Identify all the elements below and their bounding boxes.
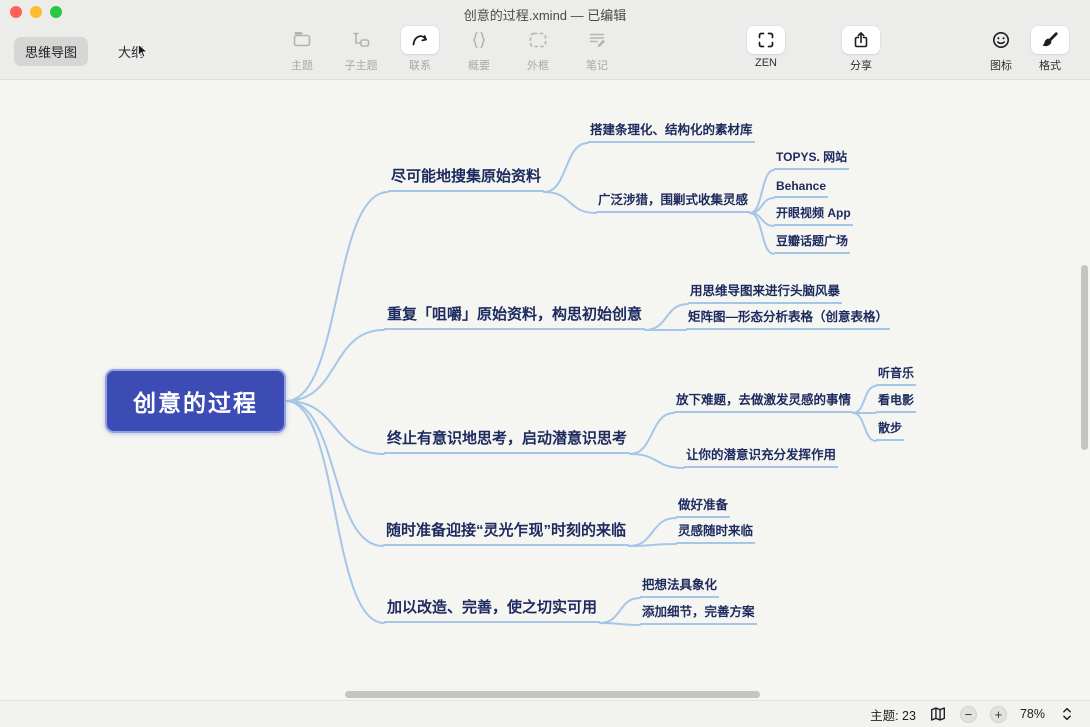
mouse-cursor-icon (133, 42, 151, 60)
toolbar-tools: 主题 子主题 联系 概要 外框 笔记 (280, 26, 619, 73)
central-topic[interactable]: 创意的过程 (105, 369, 286, 433)
toolbar-topic-button[interactable]: 主题 (280, 26, 324, 73)
topic-node[interactable]: 尽可能地搜集原始资料 (388, 165, 545, 192)
toolbar-relationship-button[interactable]: 联系 (398, 26, 442, 73)
topic-node[interactable]: 搭建条理化、结构化的素材库 (588, 119, 755, 143)
tool-label: 外框 (527, 60, 549, 72)
horizontal-scrollbar[interactable] (345, 691, 760, 698)
titlebar: 创意的过程.xmind — 已编辑 (0, 0, 1090, 24)
boundary-icon (519, 26, 557, 54)
zoom-window-button[interactable] (50, 6, 62, 18)
zoom-out-button[interactable]: − (959, 705, 977, 723)
close-button[interactable] (10, 6, 22, 18)
topic-node[interactable]: 加以改造、完善，使之切实可用 (384, 596, 601, 623)
markers-panel-button[interactable]: 图标 (979, 26, 1023, 73)
statusbar: 主题: 23 − + 78% (0, 700, 1090, 727)
zoom-level[interactable]: 78% (1019, 707, 1045, 721)
window-title: 创意的过程.xmind — 已编辑 (463, 8, 627, 23)
markers-label: 图标 (990, 60, 1012, 72)
zen-icon (747, 26, 785, 54)
tool-label: 联系 (409, 60, 431, 72)
share-label: 分享 (850, 60, 872, 72)
toolbar-notes-button[interactable]: 笔记 (575, 26, 619, 73)
topic-node[interactable]: 把想法具象化 (640, 574, 720, 598)
zen-label: ZEN (755, 57, 777, 69)
topic-node[interactable]: 灵感随时来临 (676, 520, 756, 544)
window-controls (10, 6, 62, 18)
summary-icon (460, 26, 498, 54)
topic-node[interactable]: 广泛涉猎，围剿式收集灵感 (596, 189, 751, 213)
fit-window-button[interactable] (1058, 705, 1076, 723)
topic-node[interactable]: 开眼视频 App (774, 204, 853, 226)
minimize-button[interactable] (30, 6, 42, 18)
tool-label: 笔记 (586, 60, 608, 72)
vertical-scrollbar[interactable] (1081, 265, 1088, 450)
toolbar-boundary-button[interactable]: 外框 (516, 26, 560, 73)
topic-node[interactable]: 散步 (876, 419, 905, 441)
topic-node[interactable]: 看电影 (876, 391, 917, 413)
share-button[interactable]: 分享 (839, 26, 883, 73)
toolbar-summary-button[interactable]: 概要 (457, 26, 501, 73)
format-label: 格式 (1039, 60, 1061, 72)
format-panel-button[interactable]: 格式 (1028, 26, 1072, 73)
toolbar-subtopic-button[interactable]: 子主题 (339, 26, 383, 73)
notes-icon (578, 26, 616, 54)
topic-node[interactable]: 做好准备 (676, 494, 731, 518)
map-overview-button[interactable] (929, 705, 947, 723)
topic-node[interactable]: 用思维导图来进行头脑风暴 (688, 280, 843, 304)
tool-label: 子主题 (344, 60, 378, 72)
zoom-in-button[interactable]: + (989, 705, 1007, 723)
mode-outline-button[interactable]: 大纲 (118, 45, 145, 60)
topic-node[interactable]: 听音乐 (876, 364, 917, 386)
topic-node[interactable]: TOPYS. 网站 (774, 148, 850, 170)
topic-node[interactable]: 矩阵图—形态分析表格（创意表格） (686, 306, 891, 330)
zen-mode-button[interactable]: ZEN (744, 26, 788, 69)
tool-label: 概要 (468, 60, 490, 72)
topic-count: 主题: 23 (870, 708, 916, 723)
subtopic-icon (342, 26, 380, 54)
topic-node[interactable]: 重复「咀嚼」原始资料，构思初始创意 (384, 303, 646, 330)
topic-node[interactable]: Behance (774, 179, 829, 198)
toolbar: 思维导图 大纲 主题 子主题 联系 概要 外框 笔记 ZEN 分享 图标 格式 (0, 24, 1090, 80)
relationship-icon (401, 26, 439, 54)
share-icon (842, 26, 880, 54)
paintbrush-icon (1031, 26, 1069, 54)
topic-icon (283, 26, 321, 54)
topic-node[interactable]: 随时准备迎接“灵光乍现”时刻的来临 (383, 519, 630, 546)
mindmap-canvas[interactable]: 创意的过程 尽可能地搜集原始资料 搭建条理化、结构化的素材库广泛涉猎，围剿式收集灵感… (0, 80, 1090, 700)
topic-node[interactable]: 添加细节，完善方案 (640, 601, 757, 625)
tool-label: 主题 (291, 60, 313, 72)
smiley-icon (982, 26, 1020, 54)
topic-node[interactable]: 豆瓣话题广场 (774, 232, 851, 254)
topic-node[interactable]: 放下难题，去做激发灵感的事情 (674, 389, 854, 413)
mode-mindmap-button[interactable]: 思维导图 (14, 37, 89, 66)
topic-node[interactable]: 让你的潜意识充分发挥作用 (684, 444, 839, 468)
topic-node[interactable]: 终止有意识地思考，启动潜意识思考 (384, 427, 631, 454)
